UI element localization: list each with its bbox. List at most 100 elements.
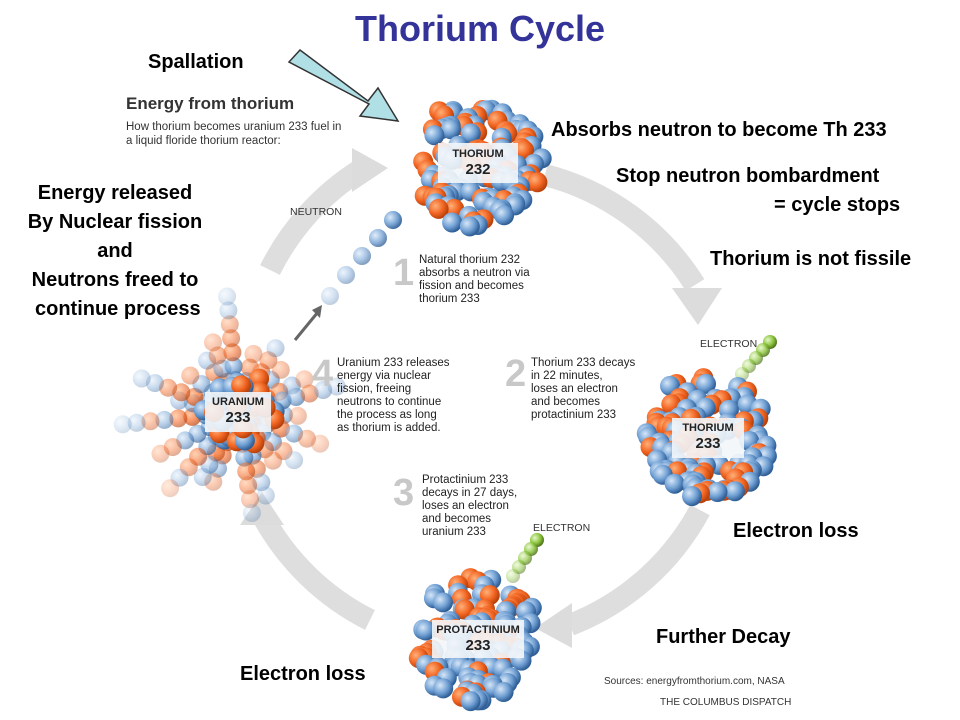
step-line: in 22 minutes, — [531, 370, 603, 382]
step-line: absorbs a neutron via — [419, 267, 530, 279]
neutron-ball — [682, 486, 702, 507]
nucleus-number: 233 — [695, 435, 721, 452]
fission-particle — [264, 451, 283, 470]
energy-line: Energy released — [37, 182, 193, 204]
step-line: the process as long — [337, 409, 437, 421]
neutron-ball — [459, 216, 480, 237]
neutron-ball — [460, 691, 481, 712]
fission-particle — [288, 406, 307, 425]
annotation-spallation: Spallation — [148, 51, 244, 73]
annotation-electron-loss-right: Electron loss — [733, 520, 859, 542]
infographic-subheading-2: a liquid floride thorium reactor: — [126, 135, 281, 147]
nucleus-name: THORIUM — [452, 148, 504, 160]
arrowhead-bottom — [535, 603, 572, 648]
electron-label-bottom: ELECTRON — [533, 522, 591, 534]
annotation-absorbs-neutron: Absorbs neutron to become Th 233 — [551, 119, 887, 141]
step-1-number: 1 — [393, 252, 415, 294]
label-box-thorium-top — [438, 143, 518, 183]
step-1-text: Natural thorium 232 absorbs a neutron vi… — [419, 254, 530, 306]
fission-particle — [132, 369, 151, 388]
fission-particle — [231, 375, 252, 396]
annotation-stop-bombardment-2: = cycle stops — [774, 194, 901, 216]
proton-ball — [428, 198, 449, 219]
spallation-arrow — [287, 48, 400, 122]
electron-label-right: ELECTRON — [700, 338, 758, 350]
label-box-protactinium — [432, 620, 524, 658]
credit-text: THE COLUMBUS DISPATCH — [660, 697, 792, 708]
annotation-not-fissile: Thorium is not fissile — [710, 248, 912, 270]
nucleus-label-protactinium-233: PROTACTINIUM 233 — [432, 623, 524, 653]
fission-particle — [223, 343, 242, 362]
fission-particle — [287, 388, 306, 406]
neutron-ball — [440, 119, 461, 140]
fission-particle — [235, 448, 254, 467]
step-line: thorium 233 — [419, 293, 480, 305]
infographic-heading: Energy from thorium — [126, 94, 295, 113]
neutron-ball — [724, 481, 745, 502]
step-line: fission and becomes — [419, 280, 524, 292]
fission-particle — [181, 366, 200, 385]
nucleus-label-thorium-233: THORIUM 233 — [672, 421, 744, 451]
fission-particle — [242, 504, 261, 522]
annotation-electron-loss-bottom: Electron loss — [240, 663, 366, 685]
step-line: and becomes — [422, 513, 492, 525]
fission-particle — [127, 413, 146, 432]
fission-particle — [327, 377, 346, 396]
energy-line: continue process — [29, 298, 201, 320]
step-3-text: Protactinium 233 decays in 27 days, lose… — [422, 474, 517, 539]
nucleus-label-uranium-233: URANIUM 233 — [205, 395, 271, 425]
step-line: decays in 27 days, — [422, 487, 518, 499]
neutron-ball — [433, 678, 454, 699]
nucleus-number: 233 — [465, 637, 491, 654]
cycle-arrow-top-right — [542, 164, 705, 291]
energy-line: and — [97, 240, 133, 262]
cycle-arrow-top-left — [260, 160, 367, 276]
step-3-number: 3 — [393, 472, 415, 514]
step-line: uranium 233 — [422, 526, 486, 538]
nucleus-name: PROTACTINIUM — [436, 624, 520, 636]
fission-particle — [219, 301, 238, 320]
electron-trail-bottom — [506, 533, 544, 583]
nucleus-number: 233 — [225, 409, 251, 426]
proton-ball — [527, 172, 548, 193]
step-line: loses an electron — [531, 383, 618, 395]
fission-particle — [244, 345, 263, 363]
label-box-uranium — [205, 392, 271, 432]
fission-particle — [256, 486, 275, 505]
fission-particle — [237, 462, 256, 481]
step-line: as thorium is added. — [337, 422, 441, 434]
fission-particle — [151, 444, 170, 463]
fission-particle — [311, 434, 330, 453]
sources-text: Sources: energyfromthorium.com, NASA — [604, 676, 785, 687]
fission-particle — [314, 381, 333, 399]
arrowhead-right — [672, 288, 722, 325]
annotation-further-decay: Further Decay — [656, 626, 791, 648]
annotation-energy-released: Energy released By Nuclear fission and N… — [0, 179, 230, 324]
fission-particle — [224, 357, 243, 376]
fission-particle — [113, 415, 132, 434]
fission-particle — [220, 315, 239, 334]
electron-trail-right — [735, 335, 777, 381]
fission-particle — [169, 409, 188, 428]
step-4-text: Uranium 233 releases energy via nuclear … — [337, 357, 450, 435]
fission-particle — [239, 476, 258, 495]
infographic-subheading-1: How thorium becomes uranium 233 fuel in — [126, 121, 342, 133]
fission-particle — [271, 360, 290, 379]
step-line: neutrons to continue — [337, 396, 442, 408]
fission-particle — [155, 410, 174, 429]
nucleus-label-thorium-232: THORIUM 232 — [438, 147, 518, 177]
fission-particle — [295, 370, 314, 389]
fission-particle — [300, 384, 319, 403]
cycle-arrows — [252, 160, 710, 636]
nucleus-name: URANIUM — [212, 396, 264, 408]
fission-particle — [141, 412, 160, 431]
fission-particle — [241, 490, 259, 509]
arrowhead-top — [352, 148, 388, 192]
cycle-arrow-bottom-right — [565, 504, 710, 636]
neutron-ball — [664, 473, 685, 494]
step-line: protactinium 233 — [531, 409, 617, 421]
label-box-thorium-right — [672, 418, 744, 458]
nucleus-name: THORIUM — [682, 422, 734, 434]
nucleus-number: 232 — [465, 161, 491, 178]
